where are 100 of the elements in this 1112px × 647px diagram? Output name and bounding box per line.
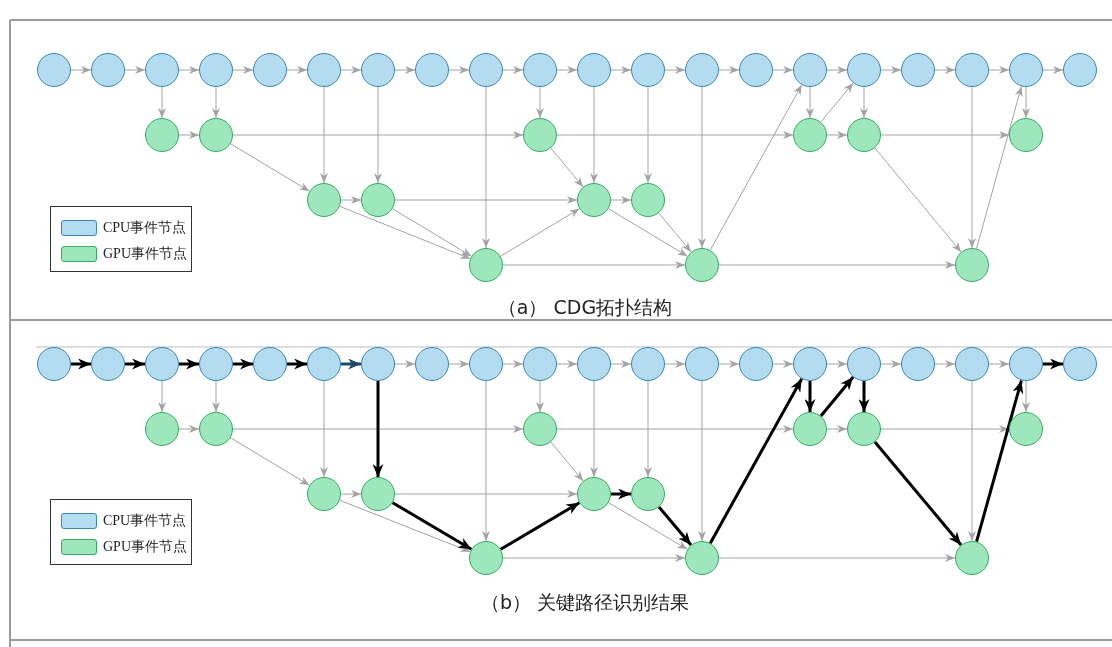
arrow	[70, 66, 92, 74]
gpu-event-node	[145, 412, 179, 446]
cpu-event-node	[1009, 347, 1043, 381]
arrow	[179, 358, 199, 370]
cpu-event-node	[145, 347, 179, 381]
arrow	[391, 501, 473, 551]
gpu-event-node	[307, 477, 341, 511]
cpu-event-node	[901, 347, 935, 381]
arrow	[772, 360, 794, 368]
arrow	[500, 208, 580, 257]
panel-caption: （b） 关键路径识别结果	[480, 590, 690, 615]
arrow	[178, 66, 200, 74]
gpu-event-node	[685, 541, 719, 575]
arrow	[874, 147, 962, 253]
arrow	[968, 86, 976, 249]
arrow	[934, 66, 956, 74]
arrow	[340, 490, 362, 498]
cpu-event-node	[685, 53, 719, 87]
cpu-event-node	[199, 53, 233, 87]
gpu-event-node	[847, 412, 881, 446]
arrow	[448, 66, 470, 74]
arrow	[988, 360, 1010, 368]
arrow	[394, 66, 416, 74]
cpu-event-node	[307, 347, 341, 381]
arrow	[340, 196, 362, 204]
gpu-event-node	[361, 477, 395, 511]
arrow	[657, 506, 693, 546]
arrow	[644, 380, 652, 478]
legend-label: GPU事件节点	[103, 538, 187, 556]
arrow	[718, 554, 956, 562]
arrow	[178, 425, 200, 433]
arrow	[718, 66, 740, 74]
gpu-event-node	[631, 183, 665, 217]
arrow	[826, 131, 848, 139]
gpu-event-node	[793, 118, 827, 152]
gpu-event-node	[361, 183, 395, 217]
arrow	[536, 86, 544, 119]
cpu-event-node	[469, 347, 503, 381]
legend-label: GPU事件节点	[103, 245, 187, 263]
cpu-event-node	[847, 347, 881, 381]
arrow	[125, 358, 145, 370]
arrow	[934, 360, 956, 368]
arrow	[608, 502, 688, 550]
cpu-event-node	[469, 53, 503, 87]
arrow	[611, 488, 631, 500]
cpu-event-node	[1063, 53, 1097, 87]
cpu-event-node	[523, 53, 557, 87]
arrow	[873, 441, 963, 546]
legend-label: CPU事件节点	[103, 512, 187, 530]
arrow	[212, 380, 220, 413]
arrow	[698, 380, 706, 542]
gpu-event-node	[523, 412, 557, 446]
arrow	[502, 66, 524, 74]
gpu-event-node	[847, 118, 881, 152]
cpu-event-node	[145, 53, 179, 87]
panel-caption: （a） CDG拓扑结构	[497, 295, 673, 320]
arrow	[1043, 358, 1063, 370]
arrow	[550, 441, 584, 482]
cpu-event-node	[415, 53, 449, 87]
arrow	[590, 86, 598, 184]
cpu-event-node	[37, 347, 71, 381]
arrow	[158, 86, 166, 119]
gpu-event-node	[577, 183, 611, 217]
arrow	[230, 143, 310, 192]
cpu-event-node	[361, 53, 395, 87]
gpu-event-node	[685, 248, 719, 282]
arrow	[394, 360, 416, 368]
arrow	[988, 66, 1010, 74]
arrow	[230, 437, 310, 486]
gpu-event-node	[793, 412, 827, 446]
arrow	[658, 212, 692, 253]
arrow	[610, 196, 632, 204]
arrow	[610, 66, 632, 74]
arrow	[826, 360, 848, 368]
cpu-event-node	[415, 347, 449, 381]
cpu-event-node	[631, 347, 665, 381]
arrow	[880, 360, 902, 368]
arrow	[556, 425, 794, 433]
arrow	[178, 131, 200, 139]
cpu-event-node	[91, 347, 125, 381]
arrow	[499, 501, 581, 551]
cpu-event-node	[199, 347, 233, 381]
cpu-event-node	[37, 53, 71, 87]
cpu-event-node	[739, 347, 773, 381]
arrow	[819, 376, 855, 417]
arrow	[482, 380, 490, 542]
arrow	[341, 358, 361, 370]
cpu-event-node	[577, 53, 611, 87]
arrow	[502, 360, 524, 368]
cpu-event-node	[955, 53, 989, 87]
arrow	[286, 66, 308, 74]
cpu-event-node	[739, 53, 773, 87]
arrow	[820, 82, 854, 123]
arrow	[664, 360, 686, 368]
arrow	[320, 86, 328, 184]
arrow	[482, 86, 490, 249]
arrow	[232, 131, 524, 139]
gpu-event-node	[199, 412, 233, 446]
gpu-event-node	[1009, 118, 1043, 152]
arrow	[372, 381, 384, 477]
